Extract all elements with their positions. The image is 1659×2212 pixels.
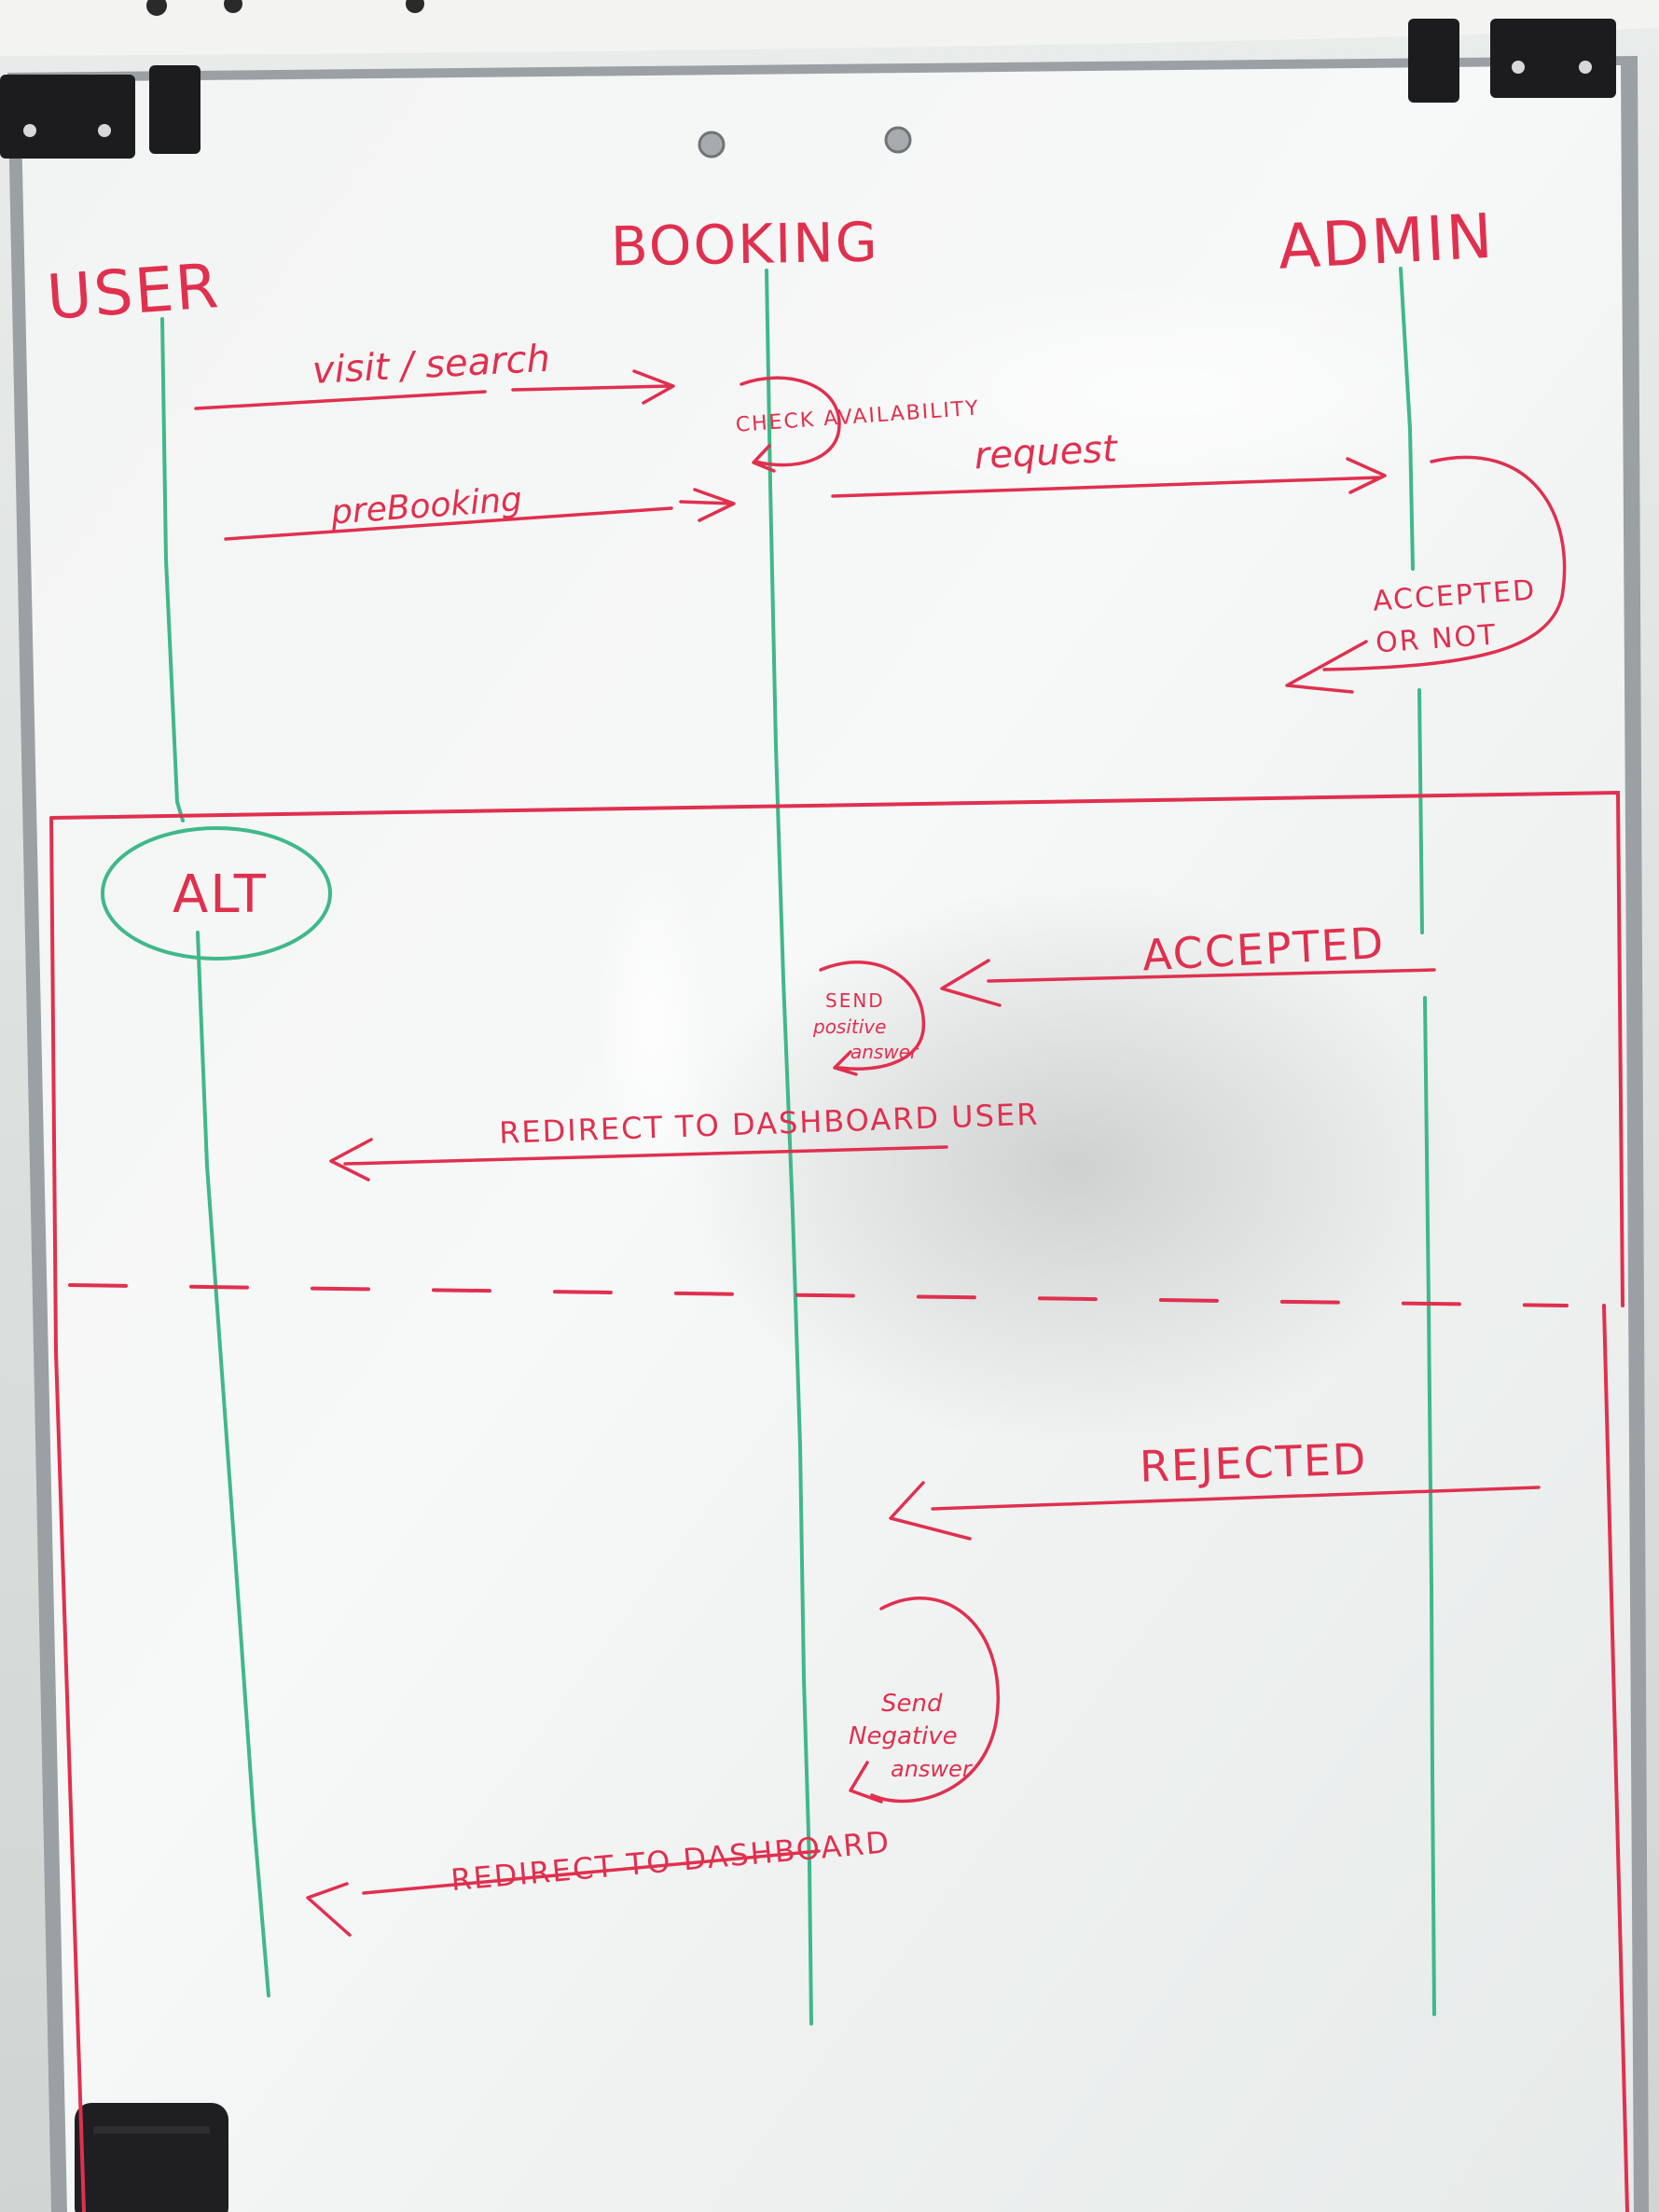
arrow-redirect-dashboard xyxy=(306,1849,821,1937)
eraser-icon xyxy=(75,2103,228,2212)
label-send-positive-3: answer xyxy=(850,1041,919,1063)
alt-fragment-frame xyxy=(49,790,1629,2212)
clip-right-icon xyxy=(1408,19,1616,103)
arrow-rejected xyxy=(889,1481,1541,1541)
alt-fragment-divider xyxy=(68,1283,1569,1307)
arrow-accepted xyxy=(940,959,1436,1007)
alt-operator-ellipse xyxy=(101,826,332,961)
label-send-positive-2: positive xyxy=(812,1016,886,1038)
reflection-shadow xyxy=(681,886,1464,1445)
arrow-prebooking xyxy=(224,488,736,541)
reflection-glare xyxy=(811,280,1520,504)
lifeline-booking xyxy=(765,269,813,2025)
label-request: request xyxy=(974,427,1119,477)
lifeline-user-label: USER xyxy=(45,250,223,334)
loop-send-positive xyxy=(819,961,925,1076)
arrow-redirect-dashboard-user xyxy=(329,1138,948,1182)
label-send-negative-3: answer xyxy=(891,1756,974,1782)
alt-operator-label: ALT xyxy=(173,864,268,925)
lifeline-user xyxy=(160,317,270,1998)
lifeline-admin-label: ADMIN xyxy=(1277,200,1496,283)
lifeline-admin xyxy=(1399,267,1436,2016)
lifeline-booking-label: BOOKING xyxy=(610,211,879,279)
arrow-request xyxy=(831,457,1387,498)
clip-left-icon xyxy=(0,65,200,159)
loop-send-negative xyxy=(849,1597,1000,1804)
label-send-negative-1: Send xyxy=(881,1690,943,1718)
label-send-positive-1: SEND xyxy=(825,989,885,1012)
loop-check-availability xyxy=(740,376,841,473)
label-send-negative-2: Negative xyxy=(849,1722,958,1750)
label-rejected: REJECTED xyxy=(1139,1433,1368,1491)
top-screws-icon xyxy=(146,0,912,159)
arrow-visit-search xyxy=(194,369,675,410)
reflection-glare-2 xyxy=(597,858,709,1194)
loop-accepted-or-not xyxy=(1285,455,1567,694)
paper-strip xyxy=(0,0,1659,56)
